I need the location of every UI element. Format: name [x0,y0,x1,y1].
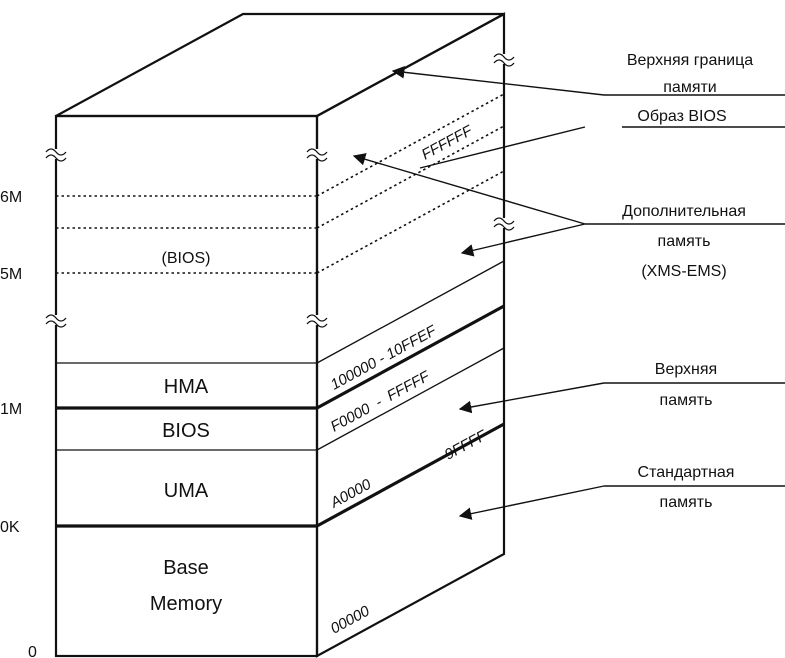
block-top-face [55,12,505,118]
axis-label-1m: 1M [0,401,22,418]
front-partitions [56,362,317,528]
label-bios: BIOS [162,420,210,442]
pointers [352,66,785,520]
annotation-extended-3: (XMS-EMS) [641,263,726,280]
arrow-bios-image [419,126,586,169]
annotations: Верхняя граница памяти Образ BIOS Дополн… [622,52,753,511]
annotation-standard-memory: Стандартная [638,464,735,481]
arrow-upper-memory [458,382,605,414]
label-uma: UMA [164,480,209,502]
annotation-extended-2: память [658,233,711,250]
address-labels: FFFFFF 100000 - 10FFEF F0000 - FFFFF A00… [327,122,490,638]
axis-label-0k: 0K [0,519,20,536]
annotation-upper-memory: Верхняя [655,361,717,378]
arrow-standard-memory [458,485,605,520]
front-labels: (BIOS) HMA BIOS UMA Base Memory [150,250,222,615]
axis-label-5m: 5M [0,266,22,283]
break-marks [45,53,515,328]
arrow-extended-2 [460,223,586,257]
axis-labels: 6M 5M 1M 0K 0 [0,189,37,658]
arrow-upper-bound [391,66,605,96]
side-partitions [316,260,505,528]
arrow-extended-1 [352,153,586,225]
address-base-start: 00000 [328,602,373,637]
annotation-extended: Дополнительная [622,203,746,220]
annotation-upper-bound-2: памяти [663,79,717,96]
label-hma: HMA [164,376,209,398]
block-side-face [315,12,506,658]
label-bios-upper: (BIOS) [162,250,211,267]
memory-block [54,12,506,658]
label-memory: Memory [150,593,222,615]
annotation-bios-image: Образ BIOS [637,108,726,125]
dotted-levels [56,93,505,274]
label-base: Base [163,557,209,579]
annotation-standard-memory-2: память [660,494,713,511]
address-uma-end: 9FFFF [442,427,490,464]
axis-label-6m: 6M [0,189,22,206]
annotation-upper-memory-2: память [660,392,713,409]
address-top: FFFFFF [419,122,476,164]
annotation-upper-bound: Верхняя граница [627,52,753,69]
axis-label-0: 0 [28,644,37,658]
